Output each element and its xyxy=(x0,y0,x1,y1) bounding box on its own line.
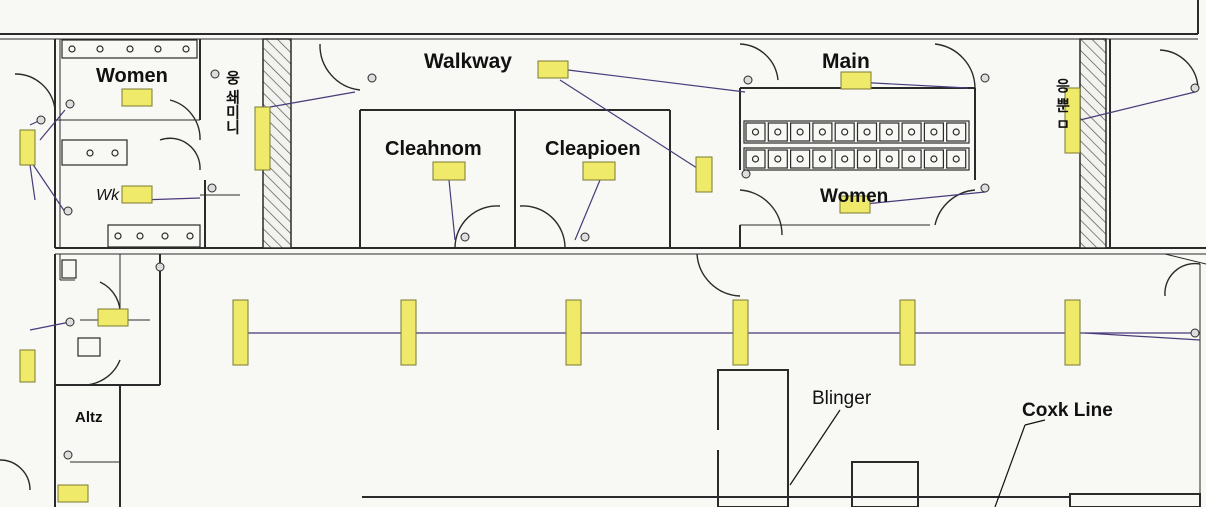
hatched-wall-right xyxy=(1079,38,1107,249)
light-fixture xyxy=(899,299,916,366)
stall-drain xyxy=(863,155,871,163)
stall-drain xyxy=(930,155,938,163)
label-walkway: Walkway xyxy=(424,50,512,73)
stall-drain xyxy=(952,128,960,136)
plumbing-fixtures xyxy=(61,39,970,357)
light-fixtures xyxy=(19,60,1081,503)
stall-drain xyxy=(952,155,960,163)
label-blinger: Blinger xyxy=(812,388,872,409)
light-fixture xyxy=(1064,299,1081,366)
light-fixture xyxy=(582,161,616,181)
light-fixture xyxy=(695,156,713,193)
label-cleanroom-2: Cleapioen xyxy=(545,138,641,160)
light-fixture xyxy=(19,349,36,383)
stall-drain xyxy=(841,155,849,163)
label-vertical-right: 응 뿐 ㅁ xyxy=(1054,78,1071,131)
stall-drain xyxy=(818,128,827,136)
stall-drain xyxy=(841,128,849,136)
label-vertical-left: 웅 쇄미니 xyxy=(224,70,241,135)
door-swings xyxy=(0,43,1201,491)
light-fixture xyxy=(1064,87,1081,154)
light-fixture xyxy=(57,484,89,503)
stall-drain xyxy=(774,128,782,136)
stall-drain xyxy=(907,155,916,163)
light-fixture xyxy=(19,129,36,166)
label-main: Main xyxy=(822,50,870,73)
light-fixture xyxy=(121,88,153,107)
light-fixture xyxy=(537,60,569,79)
label-cleanroom-1: Cleahnom xyxy=(385,138,482,160)
stall-drain xyxy=(774,155,782,163)
label-women-right: Women xyxy=(820,186,888,207)
stall-drain xyxy=(818,155,827,163)
light-fixture xyxy=(840,71,872,90)
light-fixture xyxy=(97,308,129,327)
label-women-top: Women xyxy=(96,65,168,87)
stall-drain xyxy=(751,128,760,136)
stall-drain xyxy=(885,128,893,136)
light-fixture xyxy=(565,299,582,366)
label-cook-line: Coxk Line xyxy=(1022,400,1113,421)
sensors xyxy=(36,69,1200,460)
light-fixture xyxy=(254,106,271,171)
stall-drain xyxy=(907,128,916,136)
light-fixture xyxy=(400,299,417,366)
stall-drain xyxy=(751,155,760,163)
stall-drain xyxy=(863,128,871,136)
light-fixture xyxy=(839,195,871,214)
light-fixture xyxy=(432,161,466,181)
light-fixture xyxy=(232,299,249,366)
stall-drain xyxy=(796,155,804,163)
leader-lines xyxy=(789,409,1046,507)
label-small-wm: Wk xyxy=(96,187,120,204)
light-fixture xyxy=(732,299,749,366)
stall-drain xyxy=(885,155,893,163)
stall-drain xyxy=(930,128,938,136)
light-fixture xyxy=(121,185,153,204)
stall-drain xyxy=(796,128,804,136)
label-small-room: Altz xyxy=(75,409,103,426)
